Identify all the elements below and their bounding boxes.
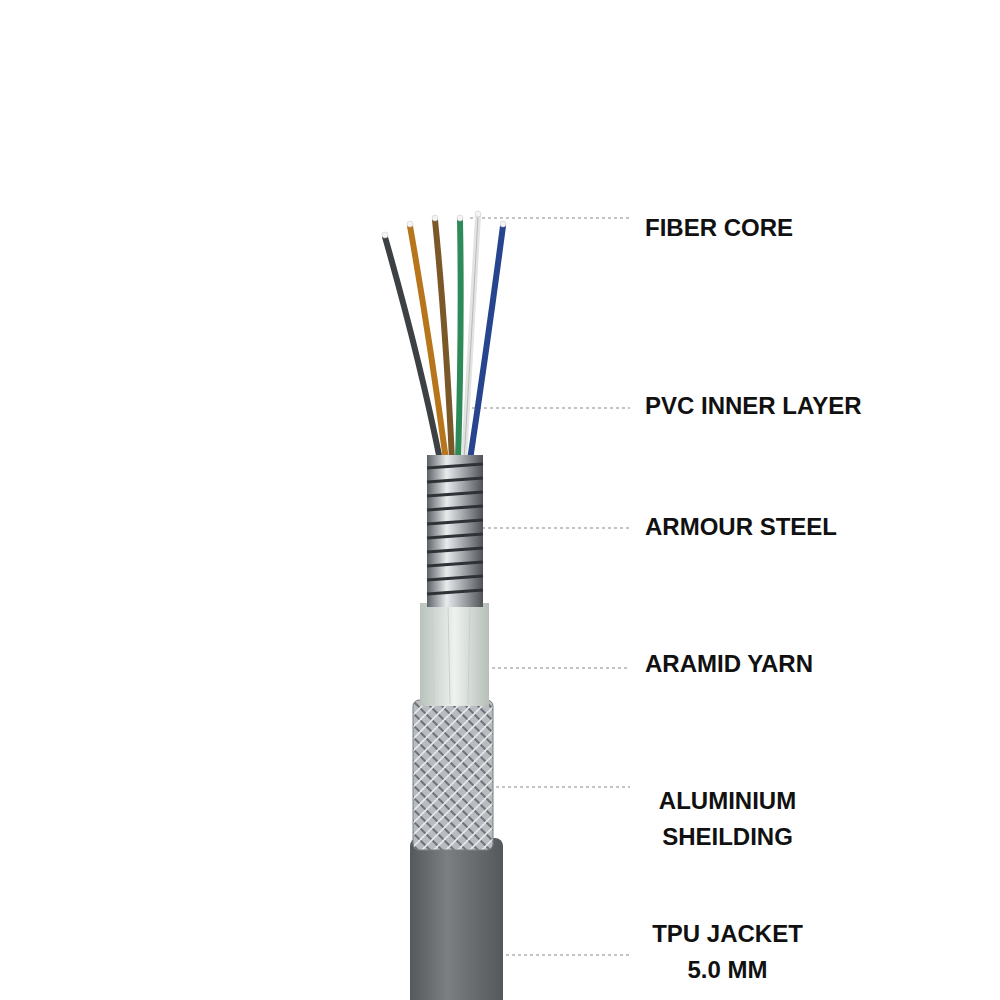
armour-steel: [427, 455, 483, 607]
part-label: ARMOUR STEEL: [645, 509, 837, 545]
part-label: PVC INNER LAYER: [645, 388, 862, 424]
part-label: ALUMINIUM SHEILDING: [640, 783, 815, 855]
part-label: ARAMID YARN: [645, 646, 813, 682]
fibers: [385, 216, 503, 460]
tpu-jacket: [410, 838, 503, 1000]
part-label: FIBER CORE: [645, 210, 793, 246]
part-label: TPU JACKET 5.0 MM: [640, 916, 815, 988]
aramid-yarn: [420, 603, 489, 706]
braid-shield: [413, 700, 493, 850]
